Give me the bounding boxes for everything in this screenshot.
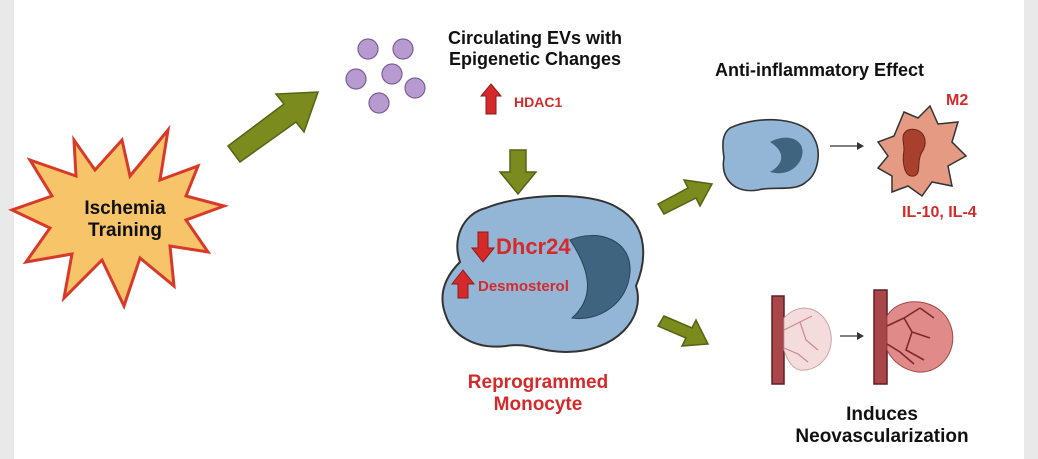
arrow-to-monocyte bbox=[498, 149, 538, 196]
vesicle bbox=[404, 77, 426, 99]
right-border bbox=[1024, 0, 1038, 459]
dhcr24-label: Dhcr24 bbox=[496, 234, 571, 259]
left-border bbox=[0, 0, 14, 459]
anti-inflammatory-title: Anti-inflammatory Effect bbox=[715, 60, 925, 80]
neo-line2: Neovascularization bbox=[795, 425, 969, 447]
hdac1-up-arrow bbox=[479, 83, 503, 115]
vessel-before-trunk bbox=[771, 295, 785, 385]
vessel-before bbox=[771, 295, 832, 385]
m2-label: M2 bbox=[946, 92, 969, 109]
neo-line1: Induces bbox=[846, 404, 918, 425]
ischemia-line2: Training bbox=[88, 219, 162, 241]
arrow-to-neovascularization bbox=[656, 315, 710, 347]
desmosterol-label: Desmosterol bbox=[478, 278, 569, 295]
dense-capillaries bbox=[886, 307, 935, 365]
monocyte-nucleus bbox=[569, 235, 631, 320]
circulating-evs-label: Circulating EVs with Epigenetic Changes bbox=[420, 28, 650, 69]
hdac1-label: HDAC1 bbox=[514, 94, 563, 110]
dhcr24-down-arrow bbox=[470, 231, 496, 263]
extracellular-vesicles bbox=[345, 38, 426, 114]
vascular-arrow-head bbox=[857, 332, 864, 340]
evs-line2: Epigenetic Changes bbox=[448, 48, 622, 69]
monocyte-line2: Monocyte bbox=[493, 393, 583, 415]
m2-nucleus bbox=[902, 128, 926, 177]
ischemia-training-label: Ischemia Training bbox=[75, 198, 175, 242]
vesicle bbox=[381, 63, 403, 85]
vesicle bbox=[368, 92, 390, 114]
desmosterol-up-arrow bbox=[450, 269, 476, 299]
reprogrammed-monocyte-label: Reprogrammed Monocyte bbox=[438, 372, 638, 416]
vesicle bbox=[392, 38, 414, 60]
small-monocyte-nucleus bbox=[770, 137, 803, 174]
neovascularization-label: Induces Neovascularization bbox=[772, 404, 992, 448]
ischemia-starburst bbox=[8, 124, 229, 310]
small-monocyte bbox=[722, 118, 819, 192]
evs-line1: Circulating EVs with bbox=[447, 28, 623, 48]
ischemic-tissue bbox=[783, 307, 832, 371]
vesicle bbox=[345, 68, 367, 90]
vessel-after-trunk bbox=[873, 289, 888, 385]
sparse-capillaries bbox=[783, 315, 819, 363]
vesicle bbox=[357, 38, 379, 60]
arrow-to-anti-inflammatory bbox=[656, 179, 714, 215]
monocyte-line1: Reprogrammed bbox=[467, 372, 609, 393]
il-label: IL-10, IL-4 bbox=[902, 204, 977, 221]
arrow-to-evs bbox=[226, 91, 320, 164]
ischemia-line1: Ischemia bbox=[84, 198, 166, 219]
polarization-arrow-head bbox=[857, 142, 864, 150]
vessel-after bbox=[873, 289, 954, 385]
perfused-tissue bbox=[886, 301, 954, 373]
